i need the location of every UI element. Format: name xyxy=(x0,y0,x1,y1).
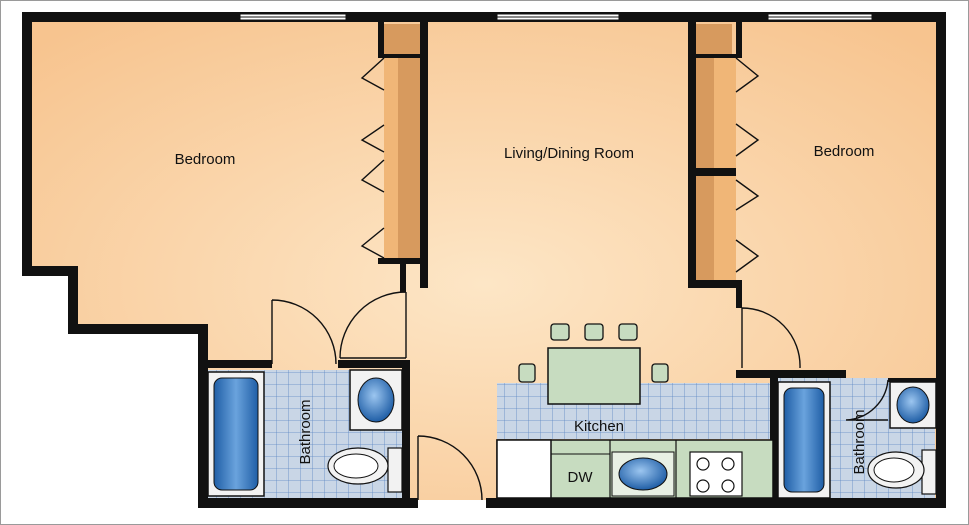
appliance-label-dishwasher: DW xyxy=(568,469,594,486)
door-swings xyxy=(271,291,889,501)
room-label-bedroom-left: Bedroom xyxy=(175,151,236,168)
closet-right-lower xyxy=(694,176,714,280)
stove-burners xyxy=(696,457,735,493)
room-label-kitchen: Kitchen xyxy=(574,418,624,435)
room-label-living-dining: Living/Dining Room xyxy=(504,145,634,162)
closet-left xyxy=(398,56,420,260)
room-label-bathroom-left: Bathroom xyxy=(297,399,314,464)
walls xyxy=(22,12,946,508)
closet-left-top xyxy=(384,24,420,54)
room-label-bedroom-right: Bedroom xyxy=(814,143,875,160)
dining-set xyxy=(518,323,669,405)
closet-right-top xyxy=(694,24,732,54)
bathroom-left-fixtures xyxy=(207,369,403,497)
bathroom-right-fixtures xyxy=(777,381,937,499)
closet-right-upper xyxy=(694,56,714,168)
closet-left-doors xyxy=(384,56,398,260)
refrigerator xyxy=(496,439,552,499)
kitchen-fixtures xyxy=(496,439,774,499)
dining-chairs xyxy=(518,323,669,383)
toilet-left xyxy=(327,447,403,493)
dining-table xyxy=(547,347,641,405)
closet-bifold-doors xyxy=(360,57,760,273)
toilet-right xyxy=(867,449,937,495)
windows xyxy=(239,13,873,21)
room-label-bathroom-right: Bathroom xyxy=(851,409,868,474)
